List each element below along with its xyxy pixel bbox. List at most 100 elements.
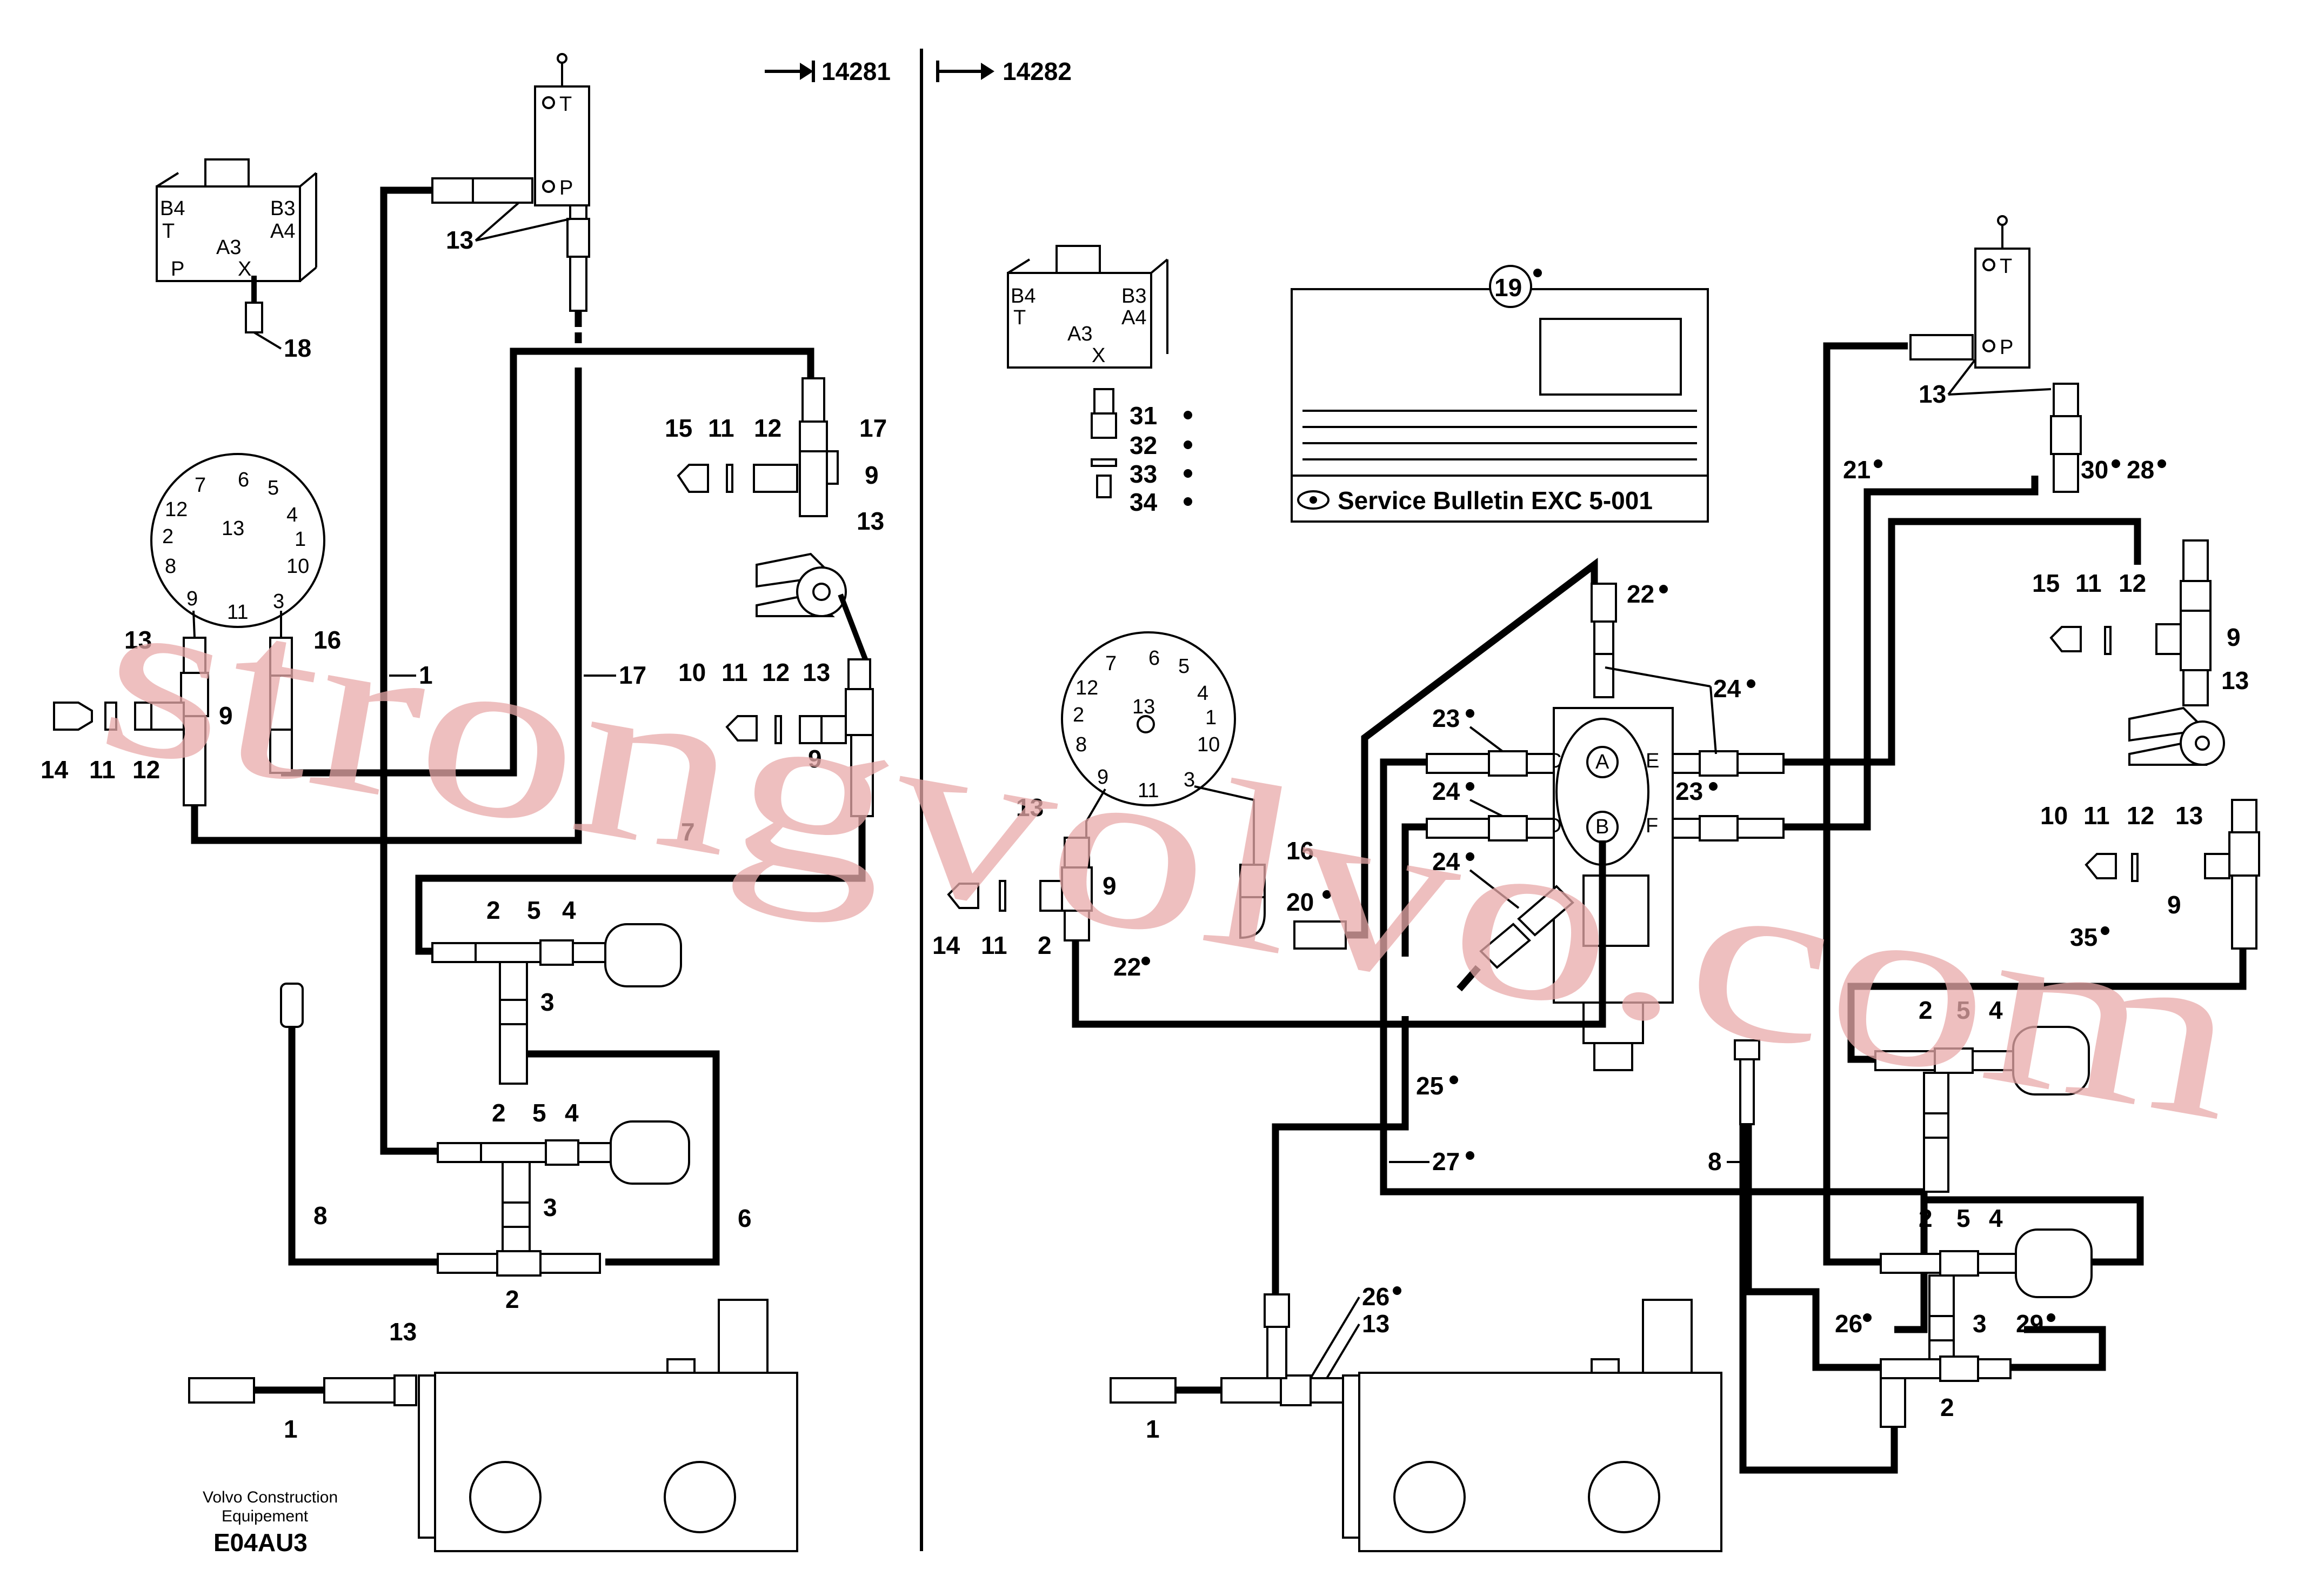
label-r32: 32 bbox=[1130, 431, 1157, 459]
label-l9c: 9 bbox=[219, 702, 233, 730]
label-t: T bbox=[559, 93, 572, 116]
label-l11b: 11 bbox=[722, 658, 748, 686]
right-panel: 14282 B4 T B3 A4 A3 X 31 32 33 34 bbox=[932, 57, 2260, 1552]
label-r5a: 5 bbox=[1956, 996, 1970, 1024]
label-b4: B4 bbox=[160, 197, 185, 220]
hose-end-8-left bbox=[280, 983, 304, 1028]
label-l12c: 12 bbox=[132, 756, 160, 784]
label-a3: A3 bbox=[216, 236, 241, 259]
label-l9a: 9 bbox=[865, 461, 879, 489]
label-a: A bbox=[1595, 751, 1609, 773]
label-r20: 20 bbox=[1286, 888, 1314, 916]
label-r15: 15 bbox=[2032, 569, 2060, 597]
label-r19: 19 bbox=[1494, 273, 1522, 302]
label-l1b: 1 bbox=[284, 1415, 298, 1443]
label-1: 6 bbox=[238, 469, 249, 491]
label-r13a: 13 bbox=[1016, 793, 1044, 822]
label-r26b: 26 bbox=[1835, 1310, 1862, 1338]
label-2: 12 bbox=[165, 498, 188, 521]
hoses-left bbox=[191, 186, 866, 1266]
label-12: 3 bbox=[273, 590, 284, 613]
label-a4: A4 bbox=[270, 220, 295, 243]
label-9: 10 bbox=[286, 555, 309, 578]
hydraulic-tank-right bbox=[1110, 1293, 1722, 1552]
label-b: B bbox=[1595, 816, 1609, 838]
label-r16: 16 bbox=[1286, 837, 1314, 865]
label-r3: 3 bbox=[1973, 1310, 1987, 1338]
label-b3: B3 bbox=[1121, 285, 1146, 308]
label-l2b: 2 bbox=[492, 1099, 506, 1127]
label-l2c: 2 bbox=[505, 1285, 519, 1313]
label-12: 3 bbox=[1184, 769, 1195, 791]
pilot-valve-block: B4 T B3 A4 A3 P X 18 bbox=[156, 158, 317, 362]
ref-arrow-left: 14281 bbox=[765, 57, 891, 85]
label-r30: 30 bbox=[2081, 456, 2108, 484]
switch-assembly-right-lower: 10 11 12 13 9 bbox=[2040, 799, 2260, 950]
label-a4: A4 bbox=[1121, 306, 1146, 329]
label-r29: 29 bbox=[2016, 1310, 2043, 1338]
label-r26a: 26 bbox=[1362, 1283, 1390, 1311]
label-r9b: 9 bbox=[2227, 623, 2241, 651]
control-valve: A B C D E F bbox=[1547, 707, 1674, 1071]
label-r11b: 11 bbox=[2075, 569, 2102, 597]
left-panel: 14281 B4 T B3 A4 A3 P X 18 bbox=[41, 53, 891, 1557]
label-r24c: 24 bbox=[1432, 847, 1460, 876]
accumulator-group-right-lower: 2 5 4 3 2 26 29 bbox=[1835, 1204, 2093, 1428]
label-l16: 16 bbox=[313, 626, 341, 654]
label-r4b: 4 bbox=[1989, 1204, 2003, 1232]
label-r25: 25 bbox=[1416, 1072, 1444, 1100]
footer-company-line1: Volvo Construction bbox=[203, 1488, 338, 1506]
label-r13c: 13 bbox=[2175, 802, 2203, 830]
label-10: 9 bbox=[1097, 766, 1108, 789]
label-4: 4 bbox=[1197, 682, 1208, 705]
label-l17b: 17 bbox=[619, 661, 646, 689]
label-l10: 10 bbox=[678, 658, 706, 686]
label-l4b: 4 bbox=[565, 1099, 579, 1127]
accumulator-group-upper bbox=[431, 923, 682, 1085]
label-r13e: 13 bbox=[1362, 1310, 1390, 1338]
label-0: 7 bbox=[195, 474, 206, 497]
label-r9c: 9 bbox=[2167, 891, 2181, 919]
label-r4a: 4 bbox=[1989, 996, 2003, 1024]
label-r11a: 11 bbox=[981, 931, 1007, 959]
label-l2a: 2 bbox=[486, 896, 500, 924]
label-l14: 14 bbox=[41, 756, 69, 784]
label-0: 7 bbox=[1105, 652, 1117, 675]
label-4: 4 bbox=[286, 504, 298, 526]
label-6: 13 bbox=[1132, 696, 1155, 718]
label-l8: 8 bbox=[313, 1201, 328, 1230]
label-5: 2 bbox=[1073, 704, 1084, 726]
label-t: T bbox=[2000, 255, 2012, 278]
label-r31: 31 bbox=[1130, 402, 1157, 430]
label-r12b: 12 bbox=[2127, 802, 2154, 830]
control-valve-fittings bbox=[1426, 583, 1785, 992]
label-r27: 27 bbox=[1432, 1147, 1460, 1176]
service-bulletin-text: Service Bulletin EXC 5-001 bbox=[1338, 486, 1653, 515]
label-r5b: 5 bbox=[1956, 1204, 1970, 1232]
label-p: P bbox=[559, 177, 573, 199]
label-b3: B3 bbox=[270, 197, 295, 220]
labels-right: 13 21 30 28 22 24 23 24 23 24 bbox=[1146, 358, 2166, 1443]
label-t: T bbox=[1013, 306, 1026, 329]
label-r28: 28 bbox=[2127, 456, 2154, 484]
label-9: 10 bbox=[1197, 733, 1220, 756]
switch-assembly-right-upper: 15 11 12 9 13 bbox=[2032, 539, 2249, 766]
label-r12a: 12 bbox=[2119, 569, 2146, 597]
label-r2b: 2 bbox=[1919, 996, 1933, 1024]
label-r2c: 2 bbox=[1919, 1204, 1933, 1232]
label-r2d: 2 bbox=[1940, 1393, 1954, 1421]
service-bulletin-box: 19 Service Bulletin EXC 5-001 bbox=[1291, 265, 1709, 523]
tank-top-right: T P bbox=[1909, 215, 2082, 493]
label-l9b: 9 bbox=[808, 745, 822, 773]
accumulator-group-lower bbox=[437, 1120, 690, 1277]
label-p: P bbox=[171, 258, 184, 281]
pilot-valve-block-right: B4 T B3 A4 A3 X 31 32 33 34 bbox=[1007, 245, 1192, 516]
label-a3: A3 bbox=[1067, 323, 1092, 345]
hoses-right bbox=[1072, 342, 2247, 1474]
label-l12a: 12 bbox=[754, 414, 781, 442]
label-2: 12 bbox=[1075, 677, 1098, 699]
footer-code: E04AU3 bbox=[213, 1528, 308, 1557]
label-l13d: 13 bbox=[124, 626, 152, 654]
label-l3b: 3 bbox=[543, 1193, 557, 1221]
label-r13b: 13 bbox=[2221, 666, 2249, 695]
